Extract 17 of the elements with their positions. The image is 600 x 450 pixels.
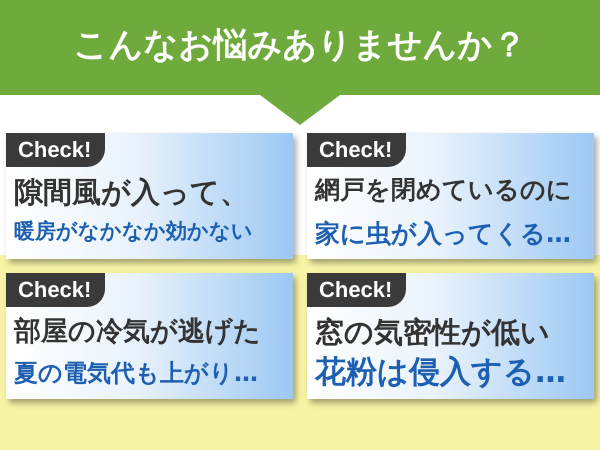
problem-text: 夏の電気代も上がり… bbox=[14, 358, 258, 389]
problem-text: 隙間風が入って、 bbox=[14, 174, 249, 211]
check-tag: Check! bbox=[307, 273, 406, 307]
problem-card bbox=[6, 273, 293, 399]
problem-text: 網戸を閉めているのに bbox=[315, 174, 572, 206]
problem-card bbox=[6, 133, 293, 259]
check-tag: Check! bbox=[6, 273, 106, 307]
problem-text: 花粉は侵入する… bbox=[315, 353, 566, 392]
problem-card bbox=[307, 273, 594, 399]
problem-card bbox=[307, 133, 594, 259]
check-tag: Check! bbox=[307, 133, 406, 167]
problem-text: 窓の気密性が低い bbox=[315, 314, 550, 351]
problem-text: 家に虫が入ってくる… bbox=[315, 218, 571, 250]
title: こんなお悩みありませんか？ bbox=[72, 24, 528, 67]
problem-text: 部屋の冷気が逃げた bbox=[14, 315, 261, 349]
problem-text: 暖房がなかなか効かない bbox=[14, 218, 253, 245]
check-tag: Check! bbox=[6, 133, 106, 167]
